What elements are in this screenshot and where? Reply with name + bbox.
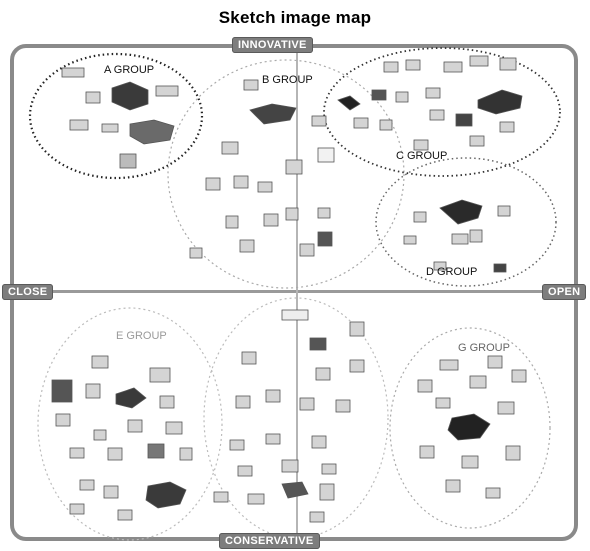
group-f-sketches <box>213 309 365 523</box>
group-d-sketches <box>403 199 511 273</box>
group-f-outline <box>203 297 389 539</box>
group-e-outline <box>37 307 223 541</box>
group-d-outline <box>375 157 557 287</box>
group-a-outline <box>28 52 204 180</box>
group-a-sketches <box>61 67 179 169</box>
group-a-label: A GROUP <box>104 64 155 76</box>
group-b-sketches <box>189 79 335 259</box>
vertical-axis <box>296 44 298 541</box>
group-c-sketches <box>337 55 523 151</box>
horizontal-axis <box>10 290 578 293</box>
axis-label-conservative: CONSERVATIVE <box>219 533 320 549</box>
group-e-label: E GROUP <box>116 330 167 342</box>
page-title: Sketch image map <box>218 8 372 27</box>
axis-label-innovative: INNOVATIVE <box>232 37 313 53</box>
group-g-label: G GROUP <box>458 342 510 354</box>
group-c-outline <box>323 47 561 177</box>
group-c-label: C GROUP <box>396 150 448 162</box>
group-d-label: D GROUP <box>426 266 478 278</box>
group-b-outline <box>167 59 405 289</box>
group-b-label: B GROUP <box>262 74 313 86</box>
group-g-sketches <box>417 355 527 499</box>
axis-label-close: CLOSE <box>2 284 54 300</box>
group-e-sketches <box>51 355 193 521</box>
sketch-thumbnails <box>51 55 527 523</box>
group-g-outline <box>389 327 551 529</box>
axis-label-open: OPEN <box>542 284 587 300</box>
